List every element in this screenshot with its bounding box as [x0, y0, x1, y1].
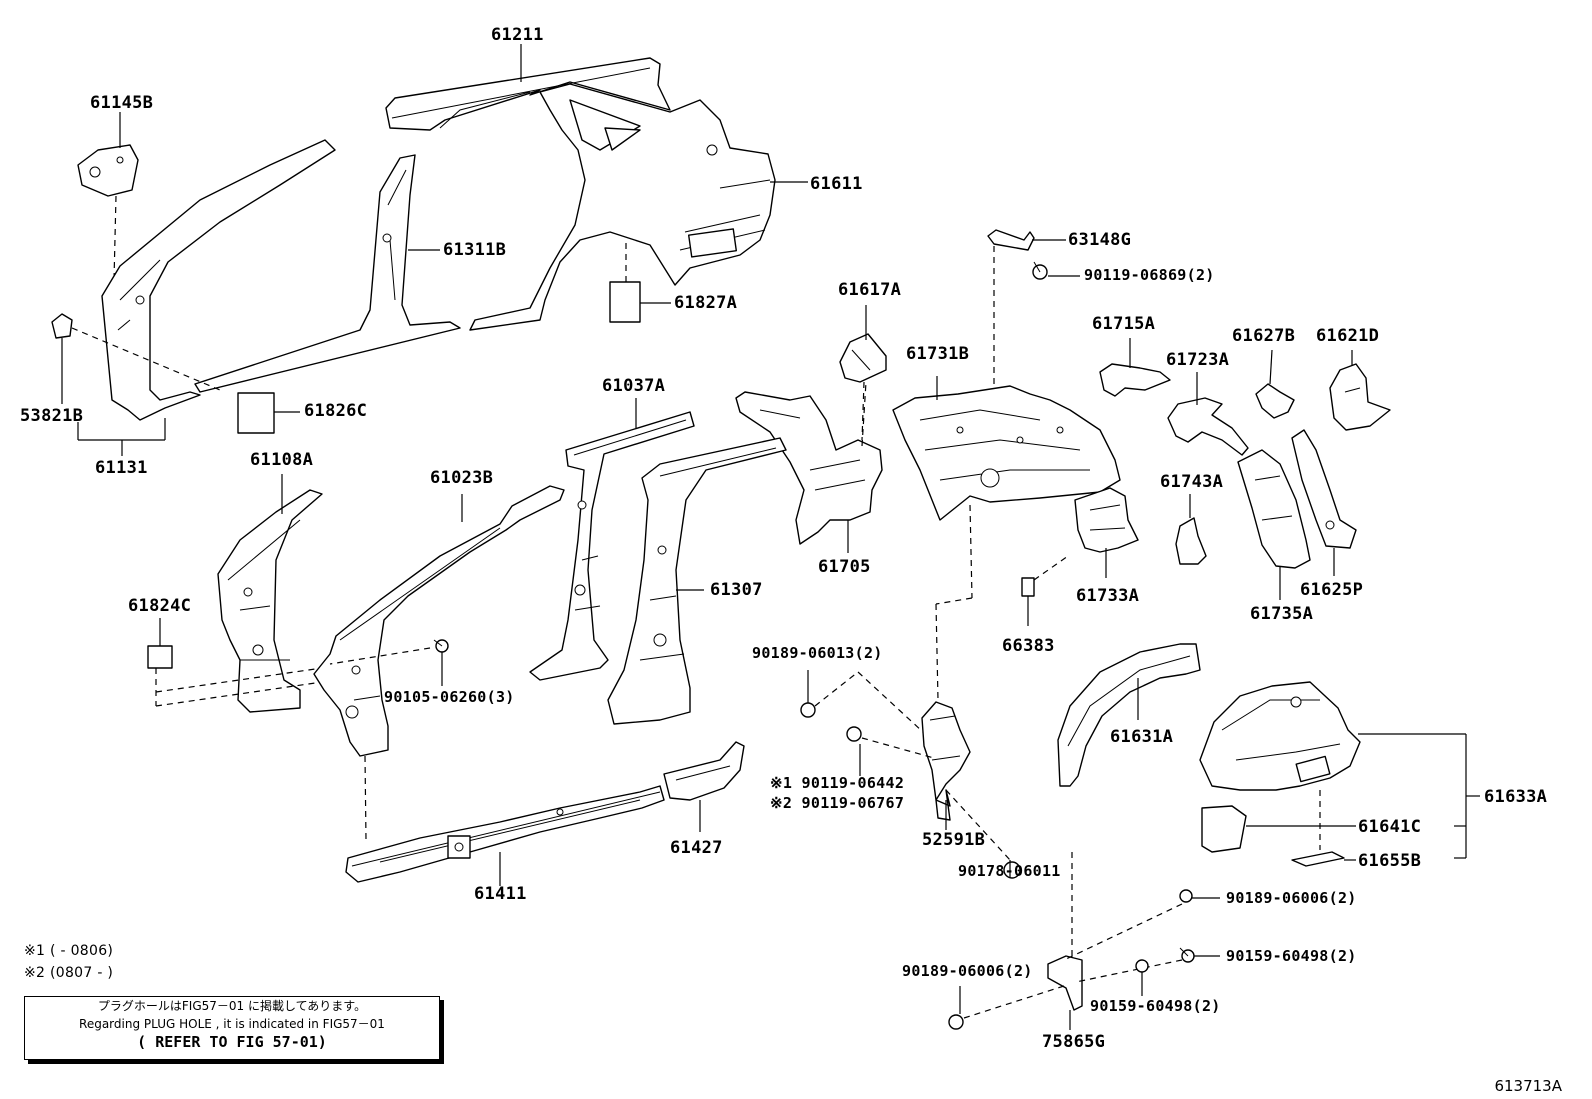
part-61631A-liner [1057, 643, 1201, 787]
part-61145B-bracket [77, 112, 139, 281]
label-61735A: 61735A [1250, 604, 1314, 624]
label-61733A: 61733A [1076, 586, 1140, 606]
part-61826C-pad [237, 392, 300, 434]
part-61411-rocker [345, 785, 665, 886]
label-75865G: 75865G [1042, 1032, 1106, 1052]
part-61723A-reinforcement [1167, 372, 1249, 456]
label-61617A: 61617A [838, 280, 902, 300]
label-61633A: 61633A [1484, 787, 1548, 807]
label-90159-60498-b: 90159-60498(2) [1090, 997, 1221, 1015]
label-61311B: 61311B [443, 240, 507, 260]
part-61427-extension [663, 741, 745, 832]
label-61427: 61427 [670, 838, 723, 858]
part-61627B-bracket [1255, 349, 1295, 419]
part-61633A-liner [1199, 681, 1480, 859]
note-reference: ( REFER TO FIG 57-01) [137, 1033, 327, 1051]
label-90189-06006-b: 90189-06006(2) [902, 962, 1033, 980]
part-61715A-bracket [1099, 338, 1171, 397]
part-61625P-panel [1291, 429, 1357, 576]
label-66383: 66383 [1002, 636, 1055, 656]
label-61827A: 61827A [674, 293, 738, 313]
footnote-1: ※1 ( - 0806) [24, 943, 114, 959]
label-61108A: 61108A [250, 450, 314, 470]
label-61826C: 61826C [304, 401, 368, 421]
dashed-link [861, 381, 867, 447]
part-52591B-bracket [800, 670, 1021, 879]
part-61824C-pad [147, 618, 337, 707]
label-61731B: 61731B [906, 344, 970, 364]
part-61108A-pillar-inner [217, 474, 323, 713]
part-61705-panel [735, 391, 883, 553]
label-61621D: 61621D [1316, 326, 1380, 346]
part-61641C-bracket [1201, 805, 1356, 853]
label-61705: 61705 [818, 557, 871, 577]
part-61307-pillar-outer [607, 437, 787, 725]
part-61037A-pillar-inner [529, 398, 695, 681]
label-61627B: 61627B [1232, 326, 1296, 346]
label-90105-06260: 90105-06260(3) [384, 688, 515, 706]
part-61311B-pillar-panel [101, 139, 461, 421]
part-61023B-pillar-upper [313, 485, 565, 841]
label-61023B: 61023B [430, 468, 494, 488]
label-90178-06011: 90178-06011 [958, 862, 1061, 880]
part-61655B-plate [1291, 851, 1356, 867]
footnote-2: ※2 (0807 - ) [24, 965, 114, 981]
part-61735A-panel [1237, 449, 1311, 600]
label-53821B: 53821B [20, 406, 84, 426]
label-61723A: 61723A [1166, 350, 1230, 370]
part-75865G-bracket [948, 850, 1220, 1030]
label-61411: 61411 [474, 884, 527, 904]
part-61743A-bracket [1175, 494, 1207, 565]
label-63148G: 63148G [1068, 230, 1132, 250]
label-61641C: 61641C [1358, 817, 1422, 837]
label-61824C: 61824C [128, 596, 192, 616]
label-61743A: 61743A [1160, 472, 1224, 492]
label-61655B: 61655B [1358, 851, 1422, 871]
part-63148G-clip [987, 229, 1080, 395]
part-61733A-extension [935, 487, 1139, 701]
label-90189-06006-a: 90189-06006(2) [1226, 889, 1357, 907]
label-90159-60498-a: 90159-60498(2) [1226, 947, 1357, 965]
label-90119-06767: ※2 90119-06767 [770, 794, 905, 812]
label-61625P: 61625P [1300, 580, 1364, 600]
note-line-japanese: プラグホールはFIG57－01 に掲載してあります。 [97, 999, 367, 1013]
label-52591B: 52591B [922, 830, 986, 850]
label-61037A: 61037A [602, 376, 666, 396]
figure-code: 613713A [1494, 1077, 1562, 1095]
label-61131: 61131 [95, 458, 148, 478]
plug-hole-note: プラグホールはFIG57－01 に掲載してあります。 Regarding PLU… [24, 996, 440, 1060]
note-line-english: Regarding PLUG HOLE , it is indicated in… [79, 1017, 385, 1031]
part-61621D-bracket [1329, 350, 1391, 431]
part-90105-06260-bolt [329, 639, 449, 686]
label-90189-06013: 90189-06013(2) [752, 644, 883, 662]
part-61617A-bracket [839, 305, 887, 441]
label-90119-06442: ※1 90119-06442 [770, 774, 905, 792]
label-90119-06869: 90119-06869(2) [1084, 266, 1215, 284]
part-61211-roof-rail [385, 44, 671, 131]
label-61211: 61211 [491, 25, 544, 45]
label-61307: 61307 [710, 580, 763, 600]
part-61611-quarter-panel [469, 83, 808, 331]
part-61827A-pad [609, 240, 671, 323]
label-61715A: 61715A [1092, 314, 1156, 334]
label-61611: 61611 [810, 174, 863, 194]
label-61631A: 61631A [1110, 727, 1174, 747]
part-53821B-bracket [51, 313, 221, 456]
part-66383-clip [1021, 555, 1069, 626]
label-61145B: 61145B [90, 93, 154, 113]
